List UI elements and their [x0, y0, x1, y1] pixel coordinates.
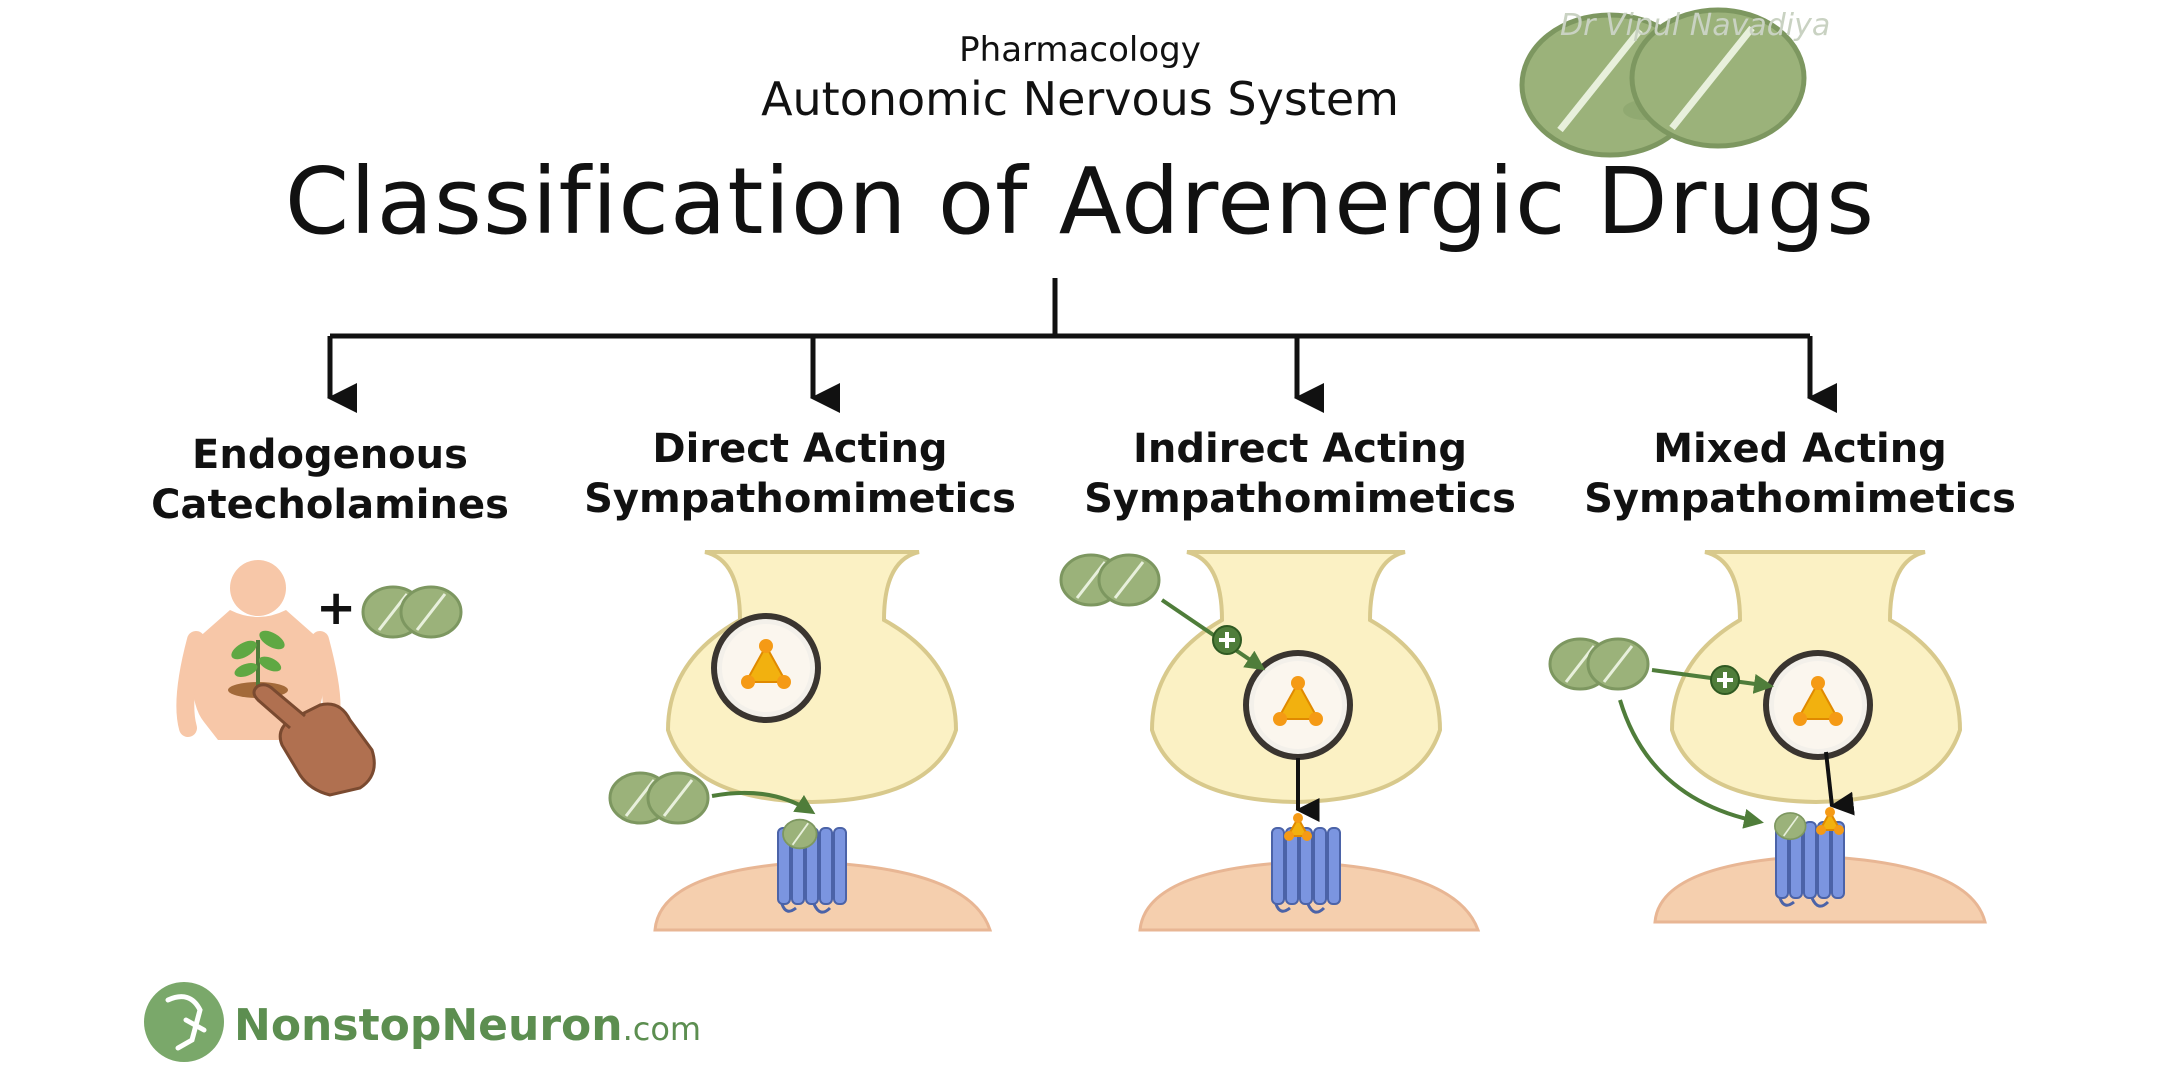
plus-sign: + [316, 580, 357, 636]
category-line1: Mixed Acting [1653, 426, 1947, 472]
author-watermark: Dr Vipul Navadiya [1560, 8, 1831, 43]
pill-icon [1548, 637, 1650, 691]
neuron-terminal-direct [653, 550, 993, 932]
category-endogenous: Endogenous Catecholamines [70, 430, 590, 530]
category-line2: Catecholamines [151, 482, 509, 528]
plus-badge-icon [1709, 664, 1741, 696]
category-line1: Direct Acting [652, 426, 948, 472]
pill-icon [1059, 553, 1161, 607]
neuron-terminal-indirect [1138, 550, 1481, 932]
category-line2: Sympathomimetics [1084, 476, 1516, 522]
page-title: Classification of Adrenergic Drugs [284, 148, 1876, 255]
hand-pointer-icon [252, 683, 376, 797]
plus-badge-icon [1211, 624, 1243, 656]
binding-arrow [711, 790, 816, 815]
neuron-terminal-mixed [1653, 550, 1987, 924]
category-mixed-acting: Mixed Acting Sympathomimetics [1540, 424, 2060, 524]
brand-name[interactable]: NonstopNeuron.com [234, 1000, 701, 1051]
category-line1: Indirect Acting [1133, 426, 1467, 472]
brand-label: NonstopNeuron [234, 1000, 623, 1051]
category-line2: Sympathomimetics [584, 476, 1016, 522]
brand-logo-icon [144, 982, 224, 1062]
brand-domain: .com [622, 1010, 702, 1048]
release-arrow [1160, 598, 1266, 671]
category-line2: Sympathomimetics [1584, 476, 2016, 522]
binding-arrow [1618, 699, 1764, 829]
pill-icon [608, 771, 710, 825]
pill-decoration-icon [1519, 7, 1807, 158]
category-direct-acting: Direct Acting Sympathomimetics [540, 424, 1060, 524]
topic-label: Autonomic Nervous System [761, 72, 1399, 126]
subject-label: Pharmacology [959, 30, 1201, 70]
pill-icon [361, 585, 463, 639]
category-line1: Endogenous [192, 432, 468, 478]
category-indirect-acting: Indirect Acting Sympathomimetics [1040, 424, 1560, 524]
tree-connectors [327, 278, 1837, 413]
